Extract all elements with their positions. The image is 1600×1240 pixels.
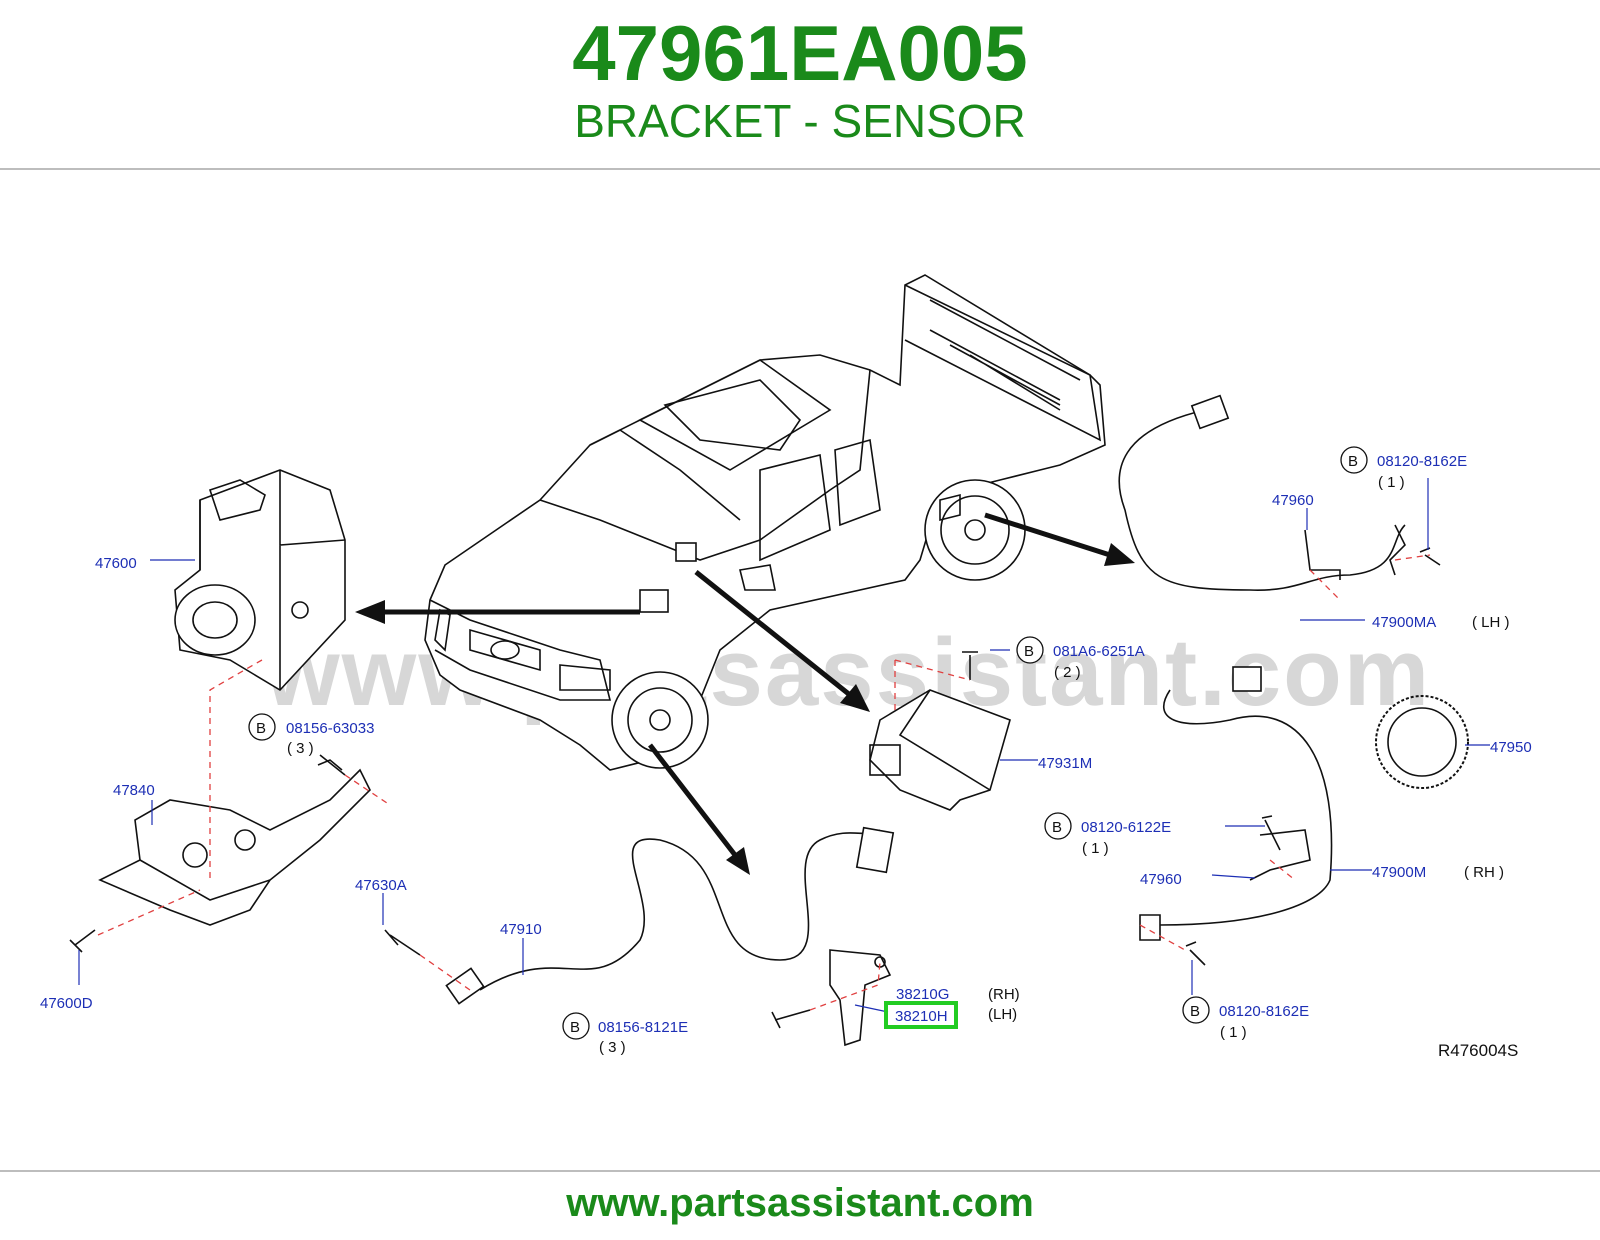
bolt-marker-b: B xyxy=(1348,453,1358,470)
callout-47900M[interactable]: 47900M xyxy=(1372,864,1426,881)
tone-ring xyxy=(1375,695,1469,789)
sensor-control-unit xyxy=(869,689,1011,811)
callout-081A6-6251A[interactable]: 081A6-6251A xyxy=(1053,643,1145,660)
truck-illustration xyxy=(424,274,1106,771)
reference-code: R476004S xyxy=(1438,1041,1518,1060)
bolt-callout-08120-6122E: B 08120-6122E ( 1 ) xyxy=(1044,812,1171,857)
callout-47950[interactable]: 47950 xyxy=(1490,739,1532,756)
header-divider xyxy=(0,168,1600,170)
bolt-marker-b: B xyxy=(1024,643,1034,660)
bolt-marker-b: B xyxy=(256,720,266,737)
sensor-brackets xyxy=(829,524,1406,1047)
highlight-box xyxy=(884,1001,958,1029)
bolt-callout-08120-8162E-top: B 08120-8162E ( 1 ) xyxy=(1340,446,1467,491)
part-number-title: 47961EA005 xyxy=(572,9,1028,97)
sensor-location-marker xyxy=(675,542,697,562)
footer-url[interactable]: www.partsassistant.com xyxy=(566,1181,1034,1225)
quantity-label: ( 3 ) xyxy=(599,1039,626,1056)
abs-location-marker xyxy=(639,589,669,613)
callout-47960-top[interactable]: 47960 xyxy=(1272,492,1314,509)
lh-label: (LH) xyxy=(988,1006,1017,1023)
footer-divider xyxy=(0,1170,1600,1172)
bolt-callout-08156-63033: B 08156-63033 ( 3 ) xyxy=(248,713,374,757)
bolt-marker-b: B xyxy=(570,1019,580,1036)
callout-08120-8162E-top[interactable]: 08120-8162E xyxy=(1377,453,1467,470)
lh-side-label: ( LH ) xyxy=(1472,614,1510,631)
bolt-callout-08120-8162E-bottom: B 08120-8162E ( 1 ) xyxy=(1182,996,1309,1041)
quantity-label: ( 1 ) xyxy=(1082,840,1109,857)
bolt-callout-08156-8121E: B 08156-8121E ( 3 ) xyxy=(562,1012,688,1056)
callout-38210H[interactable]: 38210H xyxy=(895,1008,948,1025)
callout-47960-bottom[interactable]: 47960 xyxy=(1140,871,1182,888)
rh-label: (RH) xyxy=(988,986,1020,1003)
callout-47630A[interactable]: 47630A xyxy=(355,877,407,894)
quantity-label: ( 2 ) xyxy=(1054,664,1081,681)
sensor-harnesses xyxy=(445,394,1406,1005)
bolt-callout-081A6-6251A: B 081A6-6251A ( 2 ) xyxy=(1016,636,1145,681)
callout-47931M[interactable]: 47931M xyxy=(1038,755,1092,772)
rh-side-label: ( RH ) xyxy=(1464,864,1504,881)
callout-08120-8162E-bottom[interactable]: 08120-8162E xyxy=(1219,1003,1309,1020)
callout-47900MA[interactable]: 47900MA xyxy=(1372,614,1436,631)
bracket-sensor-highlighted-part xyxy=(829,949,892,1047)
abs-actuator-unit xyxy=(174,469,346,692)
bolt-marker-b: B xyxy=(1052,819,1062,836)
part-name-subtitle: BRACKET - SENSOR xyxy=(574,95,1026,147)
leader-lines xyxy=(78,478,1490,1013)
callout-08156-8121E[interactable]: 08156-8121E xyxy=(598,1019,688,1036)
bolts xyxy=(69,547,1441,1029)
callout-08120-6122E[interactable]: 08120-6122E xyxy=(1081,819,1171,836)
quantity-label: ( 1 ) xyxy=(1220,1024,1247,1041)
callout-08156-63033[interactable]: 08156-63033 xyxy=(286,720,374,737)
callout-47600[interactable]: 47600 xyxy=(95,555,137,572)
callout-47910[interactable]: 47910 xyxy=(500,921,542,938)
assembly-dash-lines xyxy=(97,554,1431,1011)
quantity-label: ( 3 ) xyxy=(287,740,314,757)
quantity-label: ( 1 ) xyxy=(1378,474,1405,491)
abs-bracket xyxy=(98,768,371,926)
location-arrows xyxy=(355,512,1135,875)
callout-38210G[interactable]: 38210G xyxy=(896,986,949,1003)
bolt-marker-b: B xyxy=(1190,1003,1200,1020)
callout-47600D[interactable]: 47600D xyxy=(40,995,93,1012)
callout-47840[interactable]: 47840 xyxy=(113,782,155,799)
